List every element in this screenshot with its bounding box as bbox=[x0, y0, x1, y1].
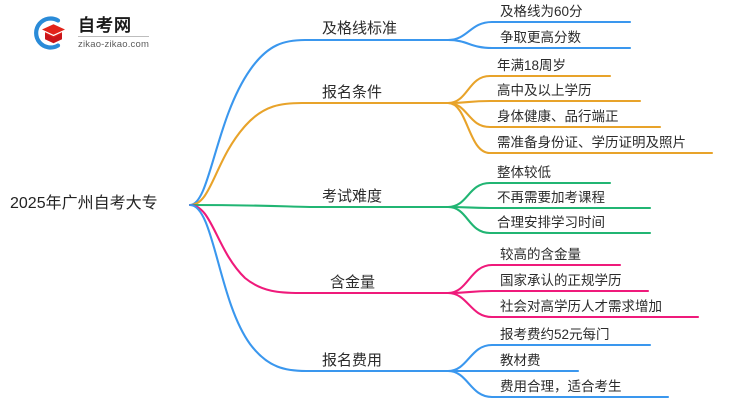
logo-title: 自考网 bbox=[78, 17, 150, 37]
leaf-label-2-2[interactable]: 高中及以上学历 bbox=[497, 83, 592, 98]
leaf-label-2-3[interactable]: 身体健康、品行端正 bbox=[497, 109, 619, 124]
leaf-label-5-2[interactable]: 教材费 bbox=[500, 353, 541, 368]
leaf-label-3-2[interactable]: 不再需要加考课程 bbox=[497, 190, 605, 205]
leaf-label-2-4[interactable]: 需准备身份证、学历证明及照片 bbox=[497, 135, 686, 150]
branch-label-baomingfeiyong[interactable]: 报名费用 bbox=[322, 352, 383, 369]
site-logo: 自考网 zikao-zikao.com bbox=[28, 12, 150, 54]
leaf-label-4-3[interactable]: 社会对高学历人才需求增加 bbox=[500, 299, 662, 314]
leaf-label-5-1[interactable]: 报考费约52元每门 bbox=[500, 327, 610, 342]
branch-label-baomingtiaojian[interactable]: 报名条件 bbox=[322, 84, 383, 101]
branch-path-3 bbox=[188, 181, 652, 235]
leaf-label-1-1[interactable]: 及格线为60分 bbox=[500, 4, 583, 19]
branch-label-hanjinliang[interactable]: 含金量 bbox=[330, 274, 376, 291]
branch-path-4 bbox=[188, 203, 700, 319]
branch-path-1 bbox=[188, 20, 632, 207]
leaf-label-3-1[interactable]: 整体较低 bbox=[497, 165, 551, 180]
leaf-label-1-2[interactable]: 争取更高分数 bbox=[500, 30, 581, 45]
leaf-label-2-1[interactable]: 年满18周岁 bbox=[497, 58, 567, 73]
branch-path-5 bbox=[188, 203, 670, 399]
graduation-cap-icon bbox=[28, 12, 70, 54]
root-node-label[interactable]: 2025年广州自考大专 bbox=[10, 195, 158, 212]
branch-path-2 bbox=[188, 74, 714, 207]
branch-label-jigexianbiaozhun[interactable]: 及格线标准 bbox=[322, 20, 398, 37]
branch-label-kaoshinandu[interactable]: 考试难度 bbox=[322, 188, 383, 205]
leaf-label-5-3[interactable]: 费用合理，适合考生 bbox=[500, 379, 622, 394]
leaf-label-3-3[interactable]: 合理安排学习时间 bbox=[497, 215, 605, 230]
logo-text: 自考网 zikao-zikao.com bbox=[78, 17, 150, 50]
leaf-label-4-2[interactable]: 国家承认的正规学历 bbox=[500, 273, 622, 288]
logo-url: zikao-zikao.com bbox=[78, 38, 150, 50]
leaf-label-4-1[interactable]: 较高的含金量 bbox=[500, 247, 581, 262]
